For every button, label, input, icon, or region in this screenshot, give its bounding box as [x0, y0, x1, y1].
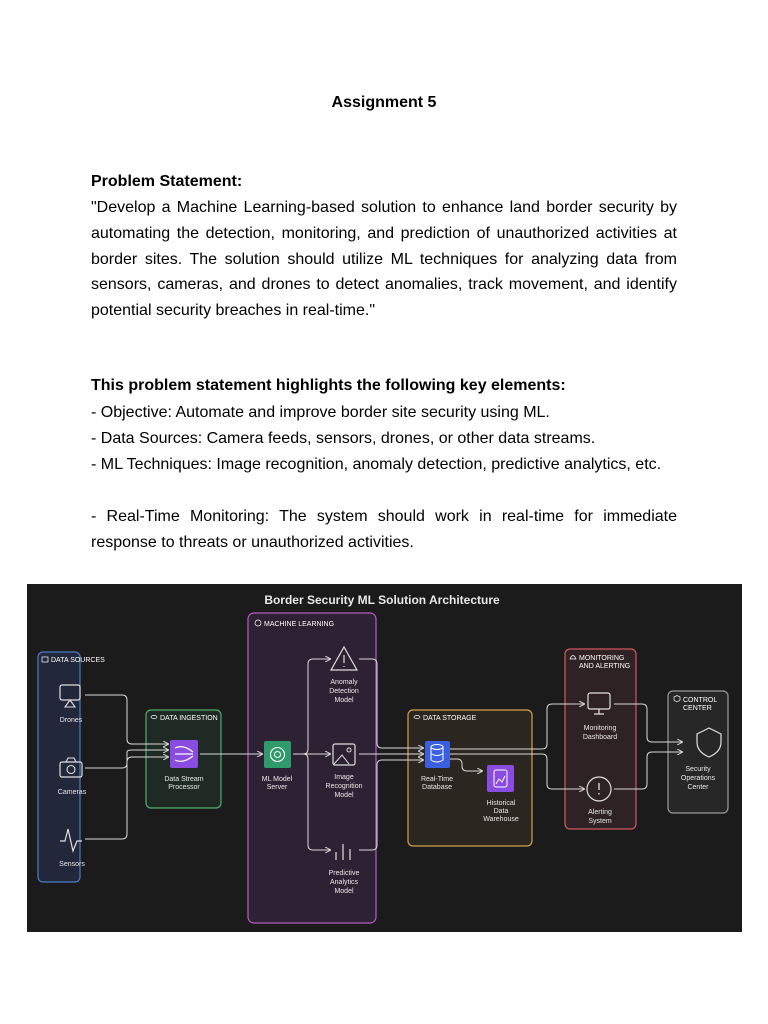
data-sources-header: DATA SOURCES: [41, 656, 105, 664]
alert-icon: [586, 776, 612, 802]
svg-text:Warehouse: Warehouse: [483, 816, 519, 823]
svg-text:Data: Data: [494, 808, 509, 815]
key-element-real-time: - Real-Time Monitoring: The system shoul…: [91, 508, 677, 551]
svg-text:AND ALERTING: AND ALERTING: [579, 663, 630, 670]
svg-text:Dashboard: Dashboard: [583, 734, 617, 741]
svg-text:Cameras: Cameras: [58, 789, 87, 796]
pulse-icon: [60, 828, 82, 854]
key-element-ml-techniques: - ML Techniques: Image recognition, anom…: [91, 456, 662, 473]
svg-text:Anomaly: Anomaly: [330, 679, 358, 686]
problem-statement-text: "Develop a Machine Learning-based soluti…: [91, 199, 677, 320]
svg-text:Image: Image: [334, 774, 354, 781]
bar-chart-icon: [335, 844, 351, 860]
svg-text:Sensors: Sensors: [59, 861, 85, 868]
svg-text:DATA INGESTION: DATA INGESTION: [160, 715, 218, 722]
security-operations-center-node: Security Operations Center: [681, 727, 722, 791]
problem-statement-heading: Problem Statement:: [91, 173, 243, 190]
image-icon: [332, 743, 356, 766]
anomaly-detection-node: Anomaly Detection Model: [329, 645, 359, 704]
monitoring-alerting-header: MONITORING AND ALERTING: [569, 655, 630, 670]
data-storage-header: DATA STORAGE: [413, 715, 477, 722]
data-stream-processor-node: Data Stream Processor: [164, 740, 204, 791]
svg-text:Alerting: Alerting: [588, 809, 612, 816]
svg-text:Detection: Detection: [329, 688, 359, 695]
svg-text:CONTROL: CONTROL: [683, 697, 717, 704]
svg-text:Predictive: Predictive: [329, 870, 360, 877]
ml-model-server-node: ML Model Server: [262, 741, 293, 791]
database-icon: [425, 741, 450, 768]
historical-warehouse-node: Historical Data Warehouse: [483, 765, 519, 823]
camera-icon: [59, 757, 83, 778]
svg-text:Center: Center: [687, 784, 709, 791]
svg-text:Data Stream: Data Stream: [164, 776, 203, 783]
svg-text:Model: Model: [334, 697, 354, 704]
machine-learning-header: MACHINE LEARNING: [254, 619, 334, 628]
svg-text:CENTER: CENTER: [683, 705, 712, 712]
svg-text:MONITORING: MONITORING: [579, 655, 624, 662]
warehouse-icon: [487, 765, 514, 792]
data-ingestion-header: DATA INGESTION: [150, 715, 218, 722]
svg-text:MACHINE LEARNING: MACHINE LEARNING: [264, 621, 334, 628]
drones-node: Drones: [59, 684, 83, 724]
key-element-objective: - Objective: Automate and improve border…: [91, 404, 550, 421]
monitoring-alerting-group: [564, 648, 637, 830]
svg-text:Server: Server: [267, 784, 288, 791]
cameras-node: Cameras: [58, 757, 87, 796]
svg-text:System: System: [588, 818, 612, 825]
svg-text:DATA SOURCES: DATA SOURCES: [51, 657, 105, 664]
svg-text:Model: Model: [334, 888, 354, 895]
diagram-title: Border Security ML Solution Architecture: [264, 593, 500, 607]
key-element-data-sources: - Data Sources: Camera feeds, sensors, d…: [91, 430, 596, 447]
key-elements-heading: This problem statement highlights the fo…: [91, 377, 566, 394]
control-center-header: CONTROL CENTER: [673, 695, 717, 712]
architecture-diagram: Border Security ML Solution Architecture…: [27, 584, 742, 932]
predictive-analytics-node: Predictive Analytics Model: [329, 844, 360, 895]
svg-text:Analytics: Analytics: [330, 879, 359, 886]
data-sources-group: [37, 651, 81, 883]
svg-text:Database: Database: [422, 784, 452, 791]
svg-text:Processor: Processor: [168, 784, 200, 791]
model-server-icon: [264, 741, 291, 768]
svg-text:Model: Model: [334, 792, 354, 799]
document-title: Assignment 5: [331, 94, 437, 111]
alerting-system-node: Alerting System: [586, 776, 612, 825]
image-recognition-node: Image Recognition Model: [326, 743, 363, 799]
svg-text:ML Model: ML Model: [262, 776, 293, 783]
sensors-node: Sensors: [59, 828, 85, 868]
warning-icon: [329, 645, 359, 671]
monitoring-dashboard-node: Monitoring Dashboard: [583, 692, 617, 741]
shield-icon: [696, 727, 722, 758]
svg-text:Security: Security: [685, 766, 711, 773]
svg-text:Monitoring: Monitoring: [584, 725, 617, 732]
svg-text:DATA STORAGE: DATA STORAGE: [423, 715, 477, 722]
real-time-database-node: Real-Time Database: [421, 741, 453, 791]
machine-learning-group: [247, 612, 377, 924]
svg-text:Real-Time: Real-Time: [421, 776, 453, 783]
connectors: [85, 659, 682, 850]
svg-text:Operations: Operations: [681, 775, 716, 782]
svg-text:Recognition: Recognition: [326, 783, 363, 790]
svg-text:Historical: Historical: [487, 800, 516, 807]
svg-text:Drones: Drones: [60, 717, 83, 724]
